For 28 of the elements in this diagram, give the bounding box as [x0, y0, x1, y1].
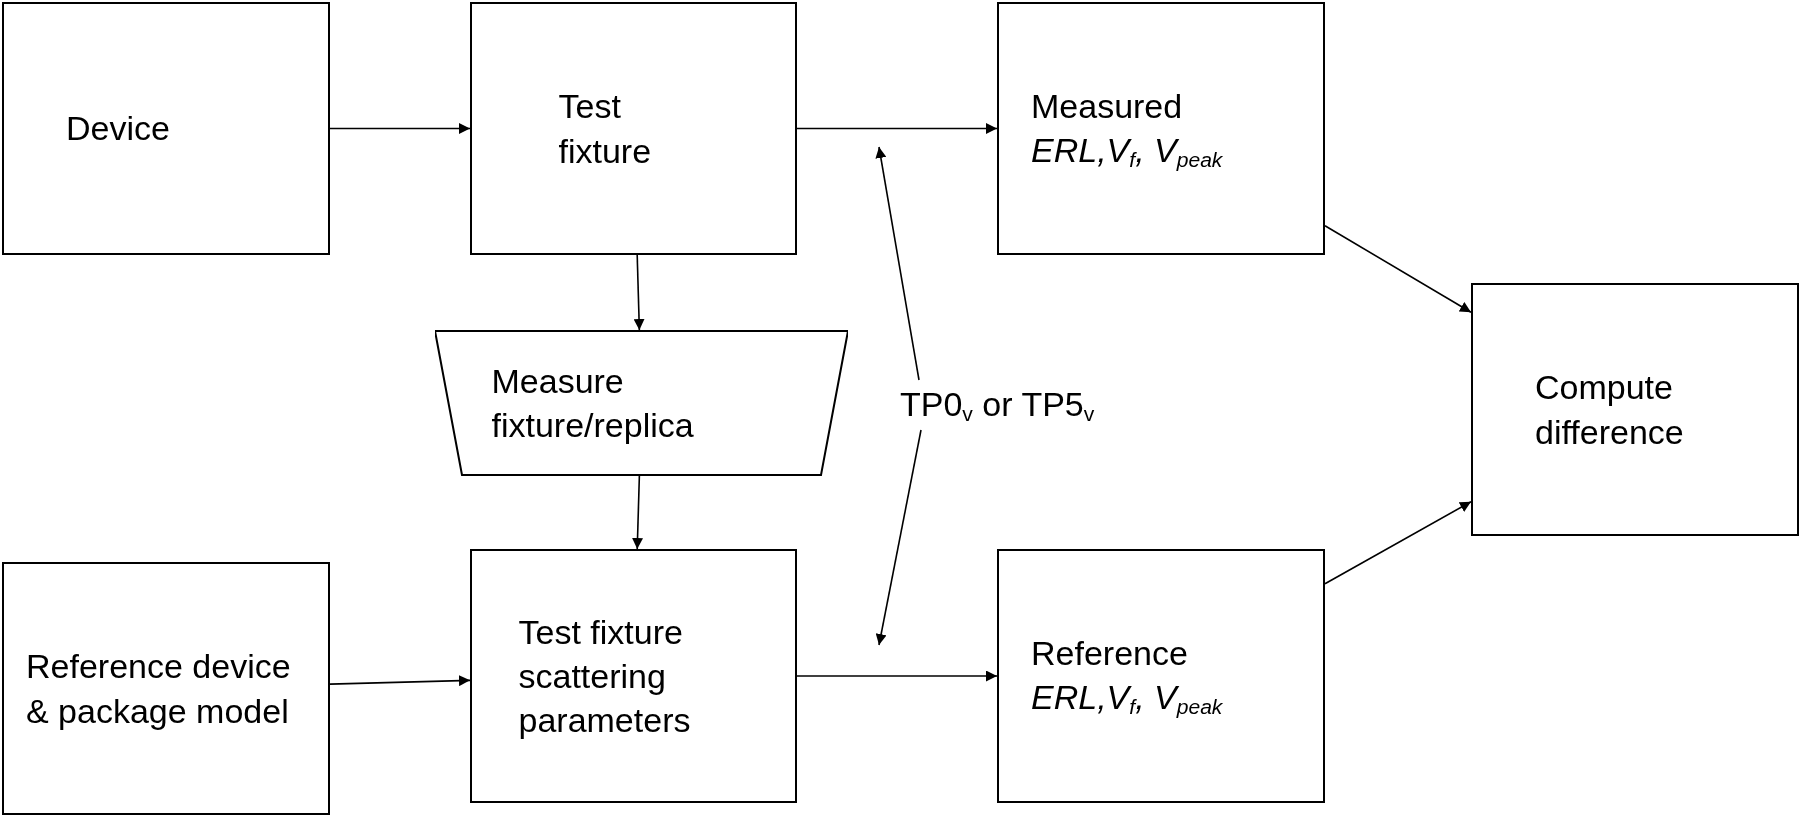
- process-box: [1471, 283, 1799, 536]
- box-label: Test fixture: [558, 86, 653, 172]
- box-label: Measured: [1031, 85, 1184, 127]
- arrow: [633, 254, 645, 331]
- box-label: Reference device & package model: [26, 646, 292, 732]
- process-box: [2, 562, 330, 815]
- arrow: [796, 123, 998, 134]
- leader-arrow: [875, 429, 922, 646]
- metric-label: ERL,V$_{f}$, V$_{peak}$: [1031, 677, 1224, 721]
- leader-arrow: [875, 146, 920, 381]
- process-box: [470, 2, 797, 255]
- process-box: [2, 2, 330, 255]
- arrow: [796, 670, 998, 682]
- arrow: [329, 123, 471, 134]
- box-label: Test fixture scattering parameters: [518, 611, 692, 742]
- arrow: [1324, 224, 1472, 314]
- metric-label: ERL,V$_{f}$, V$_{peak}$: [1031, 129, 1224, 174]
- arrow: [1324, 500, 1472, 585]
- arrow: [329, 675, 471, 687]
- box-label: Device: [66, 108, 171, 150]
- box-label: Measure fixture/replica: [491, 360, 695, 446]
- box-label: Compute difference: [1535, 367, 1685, 453]
- process-box: [997, 549, 1325, 803]
- process-box: [470, 549, 797, 803]
- box-label: Reference: [1031, 633, 1189, 675]
- arrow: [632, 475, 644, 550]
- test-point-label: TP0$_{v}$ or TP5$_{v}$: [900, 384, 1096, 428]
- process-box: [997, 2, 1325, 255]
